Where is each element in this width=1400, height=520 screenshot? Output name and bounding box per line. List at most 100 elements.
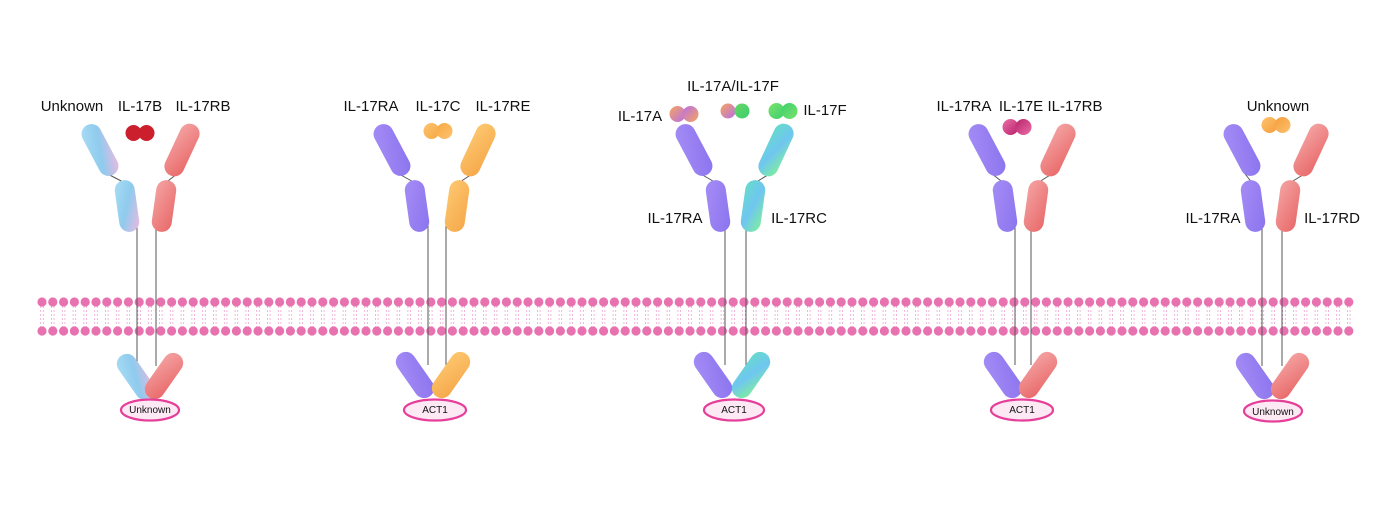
lipid-head xyxy=(437,297,447,307)
lipid-head xyxy=(1009,297,1019,307)
lipid-head xyxy=(609,297,620,307)
lipid-head xyxy=(134,297,144,307)
lipid-head xyxy=(393,297,403,307)
lipid-head xyxy=(318,326,328,336)
lipid-head xyxy=(642,297,652,307)
lipid-head xyxy=(696,297,706,307)
ligand-dimer xyxy=(1274,117,1291,133)
lipid-head xyxy=(566,297,576,307)
lipid-head xyxy=(307,326,317,336)
lipid-head xyxy=(977,326,987,336)
lipid-head xyxy=(210,326,220,336)
lipid-head xyxy=(404,326,414,336)
il17a-subunit xyxy=(720,103,736,119)
lipid-head xyxy=(1031,297,1041,307)
lipid-head xyxy=(1171,326,1181,336)
complex-4: IL-17RA IL-17E IL-17RB ACT1 xyxy=(936,98,1102,416)
lipid-head xyxy=(998,326,1008,336)
receptor-inner-domain xyxy=(705,180,731,232)
lipid-head xyxy=(1160,326,1170,336)
adaptor-label: ACT1 xyxy=(721,405,747,416)
complex-5: Unknown IL-17RA IL-17RD Unknown xyxy=(1185,98,1360,418)
lipid-head xyxy=(793,297,803,307)
lipid-head xyxy=(361,326,371,336)
lipid-head xyxy=(318,297,328,307)
adaptor-protein xyxy=(402,398,468,422)
lipid-head xyxy=(555,326,566,336)
lipid-head xyxy=(437,326,447,336)
lipid-head xyxy=(825,326,836,336)
receptor-outer-domain xyxy=(758,123,794,177)
receptor-inner-domain xyxy=(114,180,140,232)
ligand-dimer xyxy=(1261,117,1278,133)
lipid-head xyxy=(339,297,349,307)
lipid-head xyxy=(1106,297,1116,307)
lipid-head xyxy=(1225,326,1235,336)
lipid-head xyxy=(37,326,47,336)
lipid-head xyxy=(674,326,684,336)
lipid-head xyxy=(1020,326,1030,336)
lipid-head xyxy=(102,326,112,336)
lipid-head xyxy=(825,297,836,307)
lipid-head xyxy=(91,297,101,307)
lipid-head xyxy=(188,297,198,307)
lipid-head xyxy=(1031,326,1041,336)
left-receptor-label: IL-17RA xyxy=(936,98,991,115)
lipid-head xyxy=(1182,326,1192,336)
lipid-head xyxy=(1085,297,1095,307)
lipid-head xyxy=(393,326,403,336)
lipid-head xyxy=(1247,297,1257,307)
lipid-head xyxy=(91,326,101,336)
ligand-label: IL-17E xyxy=(999,98,1043,115)
lipid-head xyxy=(156,297,166,307)
lipid-head xyxy=(1344,297,1354,307)
lipid-head xyxy=(242,326,252,336)
lipid-head xyxy=(285,297,295,307)
lipid-head xyxy=(1333,326,1343,336)
lipid-head xyxy=(1322,326,1332,336)
lipid-head xyxy=(469,326,479,336)
complex-1: Unknown IL-17B IL-17RB Unknown xyxy=(41,98,231,416)
lipid-head xyxy=(1311,297,1321,307)
lipid-head xyxy=(512,326,522,336)
lipid-head xyxy=(69,297,79,307)
lipid-head xyxy=(1074,297,1084,307)
lipid-head xyxy=(674,297,684,307)
ligand-label: IL-17A/IL-17F xyxy=(687,78,779,95)
lipid-head xyxy=(491,297,501,307)
lipid-head xyxy=(944,297,954,307)
lipid-head xyxy=(1290,297,1300,307)
lipid-head xyxy=(923,326,933,336)
lipid-head xyxy=(80,326,90,336)
lipid-head xyxy=(296,297,306,307)
ligand-dimer xyxy=(125,125,142,141)
lipid-head xyxy=(901,326,911,336)
lipid-head xyxy=(1182,297,1192,307)
lipid-head xyxy=(750,297,760,307)
receptor-outer-domain xyxy=(968,124,1006,176)
lipid-head xyxy=(1020,297,1030,307)
lipid-head xyxy=(1225,297,1235,307)
lipid-head xyxy=(933,326,944,336)
il17a-dimer xyxy=(682,106,699,122)
receptor-cytoplasmic-domain xyxy=(693,351,733,399)
lipid-head xyxy=(955,297,965,307)
adaptor-protein xyxy=(1242,399,1304,423)
lipid-head xyxy=(1247,326,1257,336)
lipid-head xyxy=(728,326,738,336)
lipid-head xyxy=(501,326,511,336)
lipid-head xyxy=(264,326,274,336)
lipid-head xyxy=(264,297,274,307)
lipid-head xyxy=(275,297,285,307)
receptor-inner-domain xyxy=(151,180,177,232)
lipid-head xyxy=(221,297,231,307)
lipid-head xyxy=(123,326,133,336)
lipid-head xyxy=(253,326,263,336)
lipid-head xyxy=(361,297,371,307)
lipid-head xyxy=(966,297,976,307)
lipid-head xyxy=(653,326,663,336)
lipid-head xyxy=(998,297,1008,307)
lipid-head xyxy=(890,326,900,336)
lipid-head xyxy=(242,297,252,307)
lipid-head xyxy=(1085,326,1095,336)
